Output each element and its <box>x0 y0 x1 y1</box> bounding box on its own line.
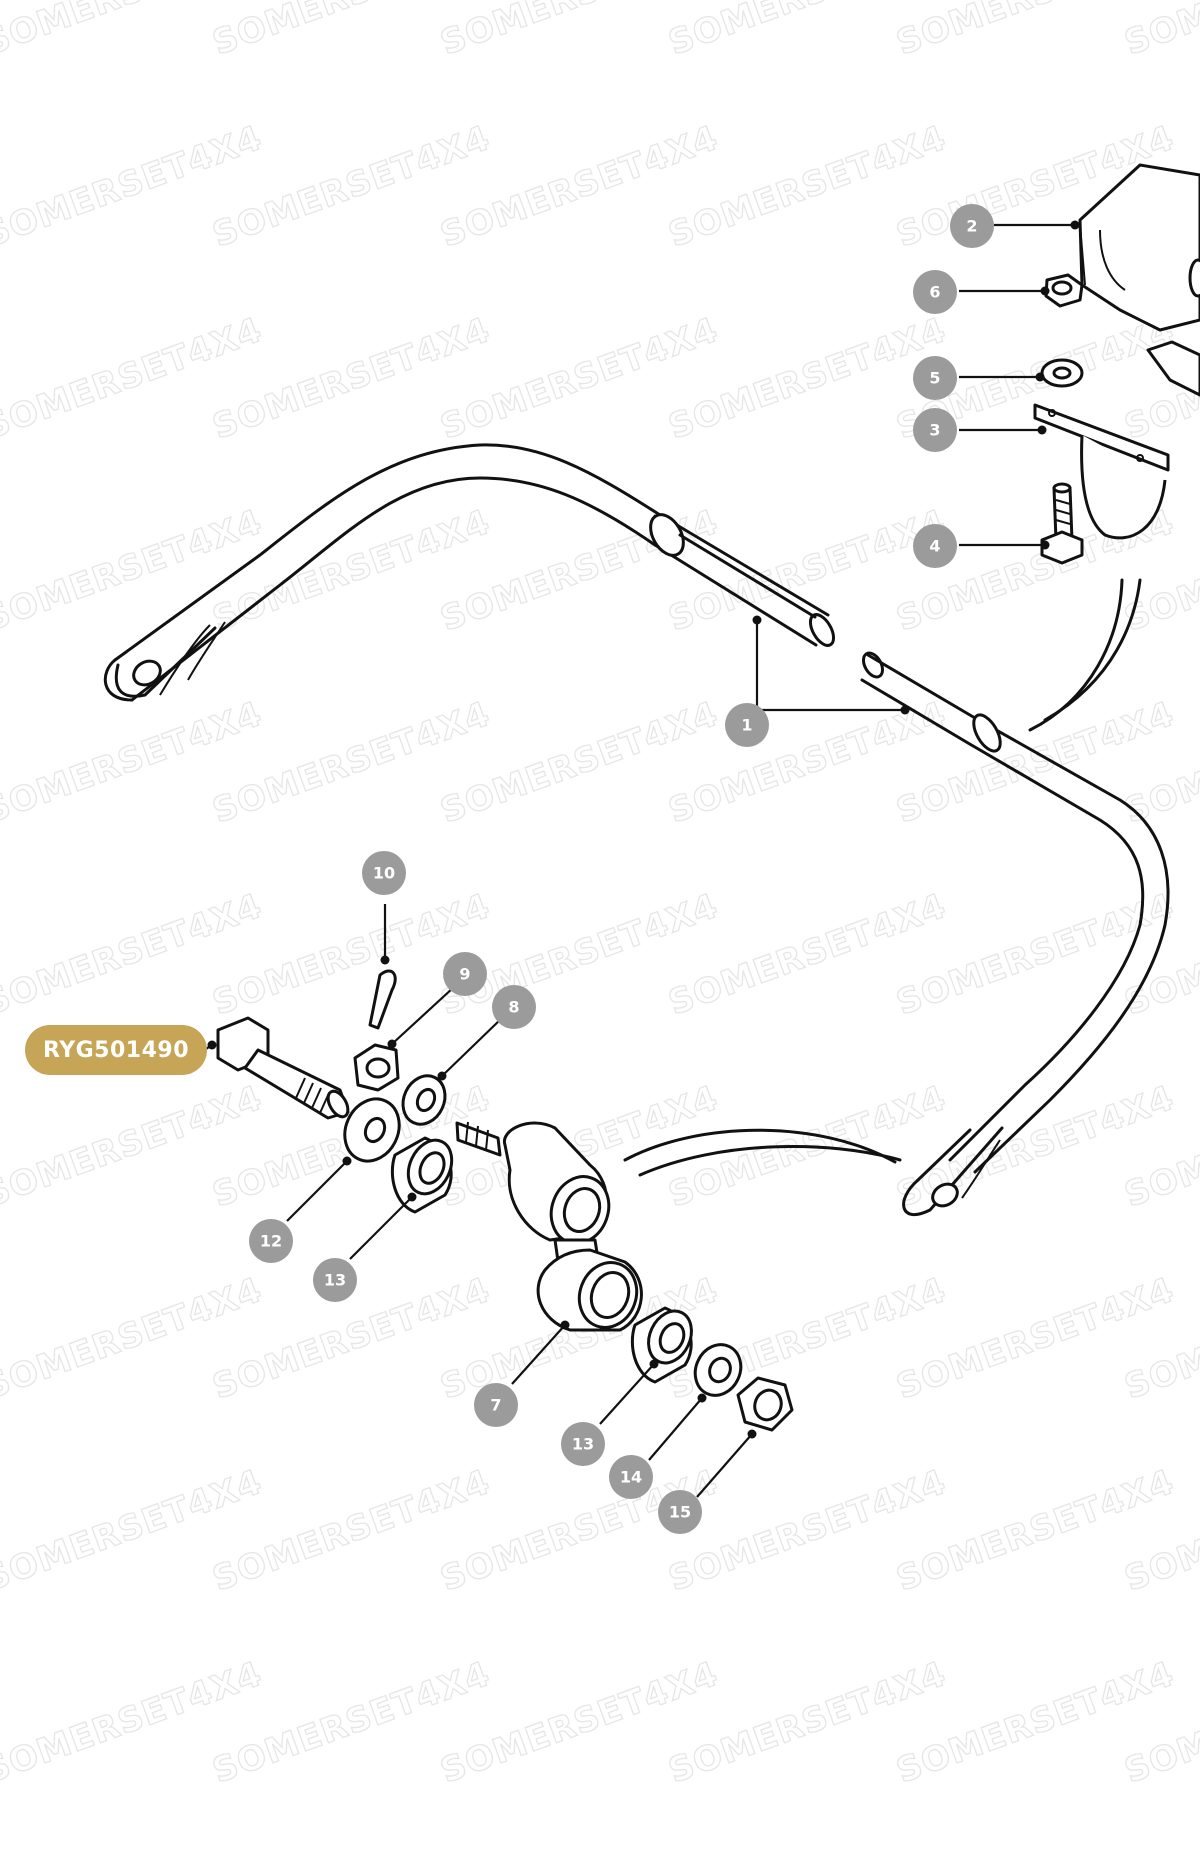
svg-text:10: 10 <box>373 864 395 883</box>
callout-15[interactable]: 15 <box>658 1490 702 1534</box>
callout-13-lower[interactable]: 13 <box>561 1422 605 1466</box>
nut-15 <box>736 1376 794 1432</box>
callout-3[interactable]: 3 <box>913 408 957 452</box>
svg-text:3: 3 <box>929 421 940 440</box>
svg-text:6: 6 <box>929 283 940 302</box>
callout-4[interactable]: 4 <box>913 524 957 568</box>
callout-13-upper[interactable]: 13 <box>313 1258 357 1302</box>
bush-and-bracket <box>1033 163 1200 540</box>
svg-text:9: 9 <box>459 965 470 984</box>
callout-1[interactable]: 1 <box>725 703 769 747</box>
svg-text:8: 8 <box>508 998 519 1017</box>
svg-text:5: 5 <box>929 369 940 388</box>
bush-13-lower <box>630 1306 693 1384</box>
svg-text:2: 2 <box>966 217 977 236</box>
anti-roll-bar-right <box>860 651 1170 1217</box>
callout-5[interactable]: 5 <box>913 356 957 400</box>
svg-text:7: 7 <box>490 1396 501 1415</box>
part-number-badge[interactable]: RYG501490 <box>25 1025 207 1075</box>
watermark-layer: SOMERSET4X4SOMERSET4X4SOMERSET4X4SOMERSE… <box>0 0 1200 1792</box>
bolt-ryg501490 <box>216 1016 350 1120</box>
anti-roll-bar-left <box>103 443 836 702</box>
part-number-label: RYG501490 <box>42 1037 190 1063</box>
svg-text:14: 14 <box>620 1468 642 1487</box>
bolt-4 <box>1040 482 1084 565</box>
svg-text:13: 13 <box>572 1435 594 1454</box>
callout-10[interactable]: 10 <box>362 851 406 895</box>
split-pin-10 <box>368 969 397 1030</box>
leader-dots <box>207 220 1080 1439</box>
washer-8 <box>401 1074 447 1126</box>
svg-text:12: 12 <box>260 1232 282 1251</box>
callout-9[interactable]: 9 <box>443 952 487 996</box>
svg-text:1: 1 <box>741 716 752 735</box>
callout-14[interactable]: 14 <box>609 1455 653 1499</box>
callout-2[interactable]: 2 <box>950 204 994 248</box>
rotation-arcs <box>623 578 1142 1177</box>
washer-12 <box>343 1097 401 1163</box>
callout-6[interactable]: 6 <box>913 270 957 314</box>
svg-text:13: 13 <box>324 1271 346 1290</box>
callout-8[interactable]: 8 <box>492 985 536 1029</box>
watermark-text: SOMERSET4X4 <box>1119 0 1200 63</box>
svg-text:15: 15 <box>669 1503 691 1522</box>
callout-7[interactable]: 7 <box>474 1383 518 1427</box>
leader-lines <box>205 223 1075 1498</box>
drop-link-7 <box>455 1121 643 1332</box>
svg-text:4: 4 <box>929 537 940 556</box>
castle-nut-9 <box>353 1043 400 1092</box>
washer-5 <box>1040 358 1084 388</box>
washer-14 <box>693 1343 743 1397</box>
nut-6 <box>1044 273 1084 308</box>
callout-12[interactable]: 12 <box>249 1219 293 1263</box>
bush-13-upper <box>390 1136 454 1214</box>
